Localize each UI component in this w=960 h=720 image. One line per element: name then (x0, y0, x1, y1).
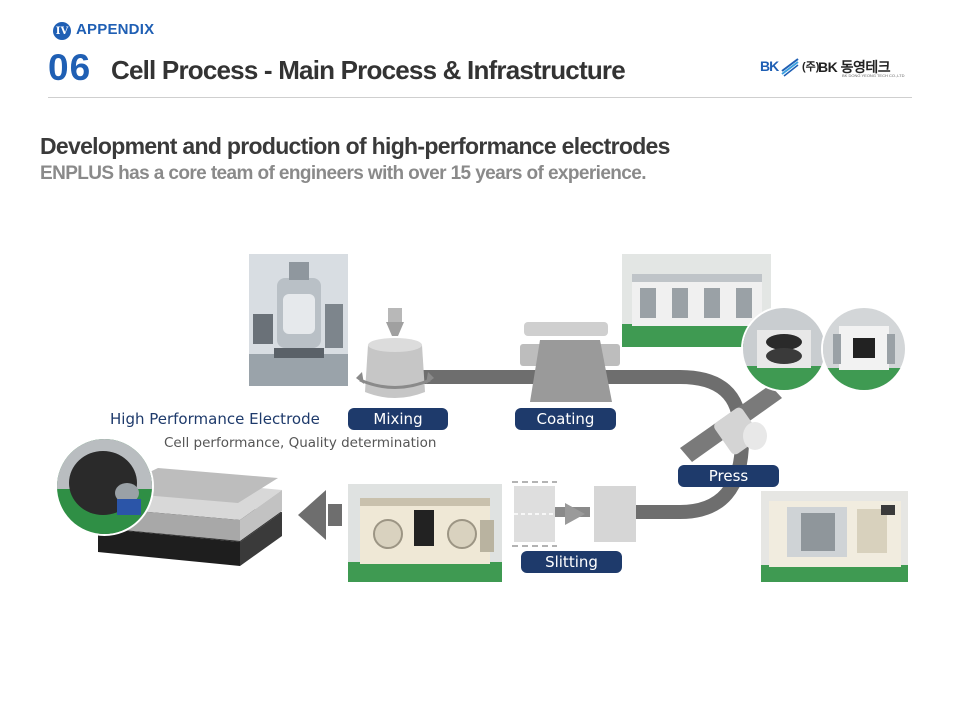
appendix-label: APPENDIX (76, 21, 155, 38)
press-machine-photo (821, 306, 907, 392)
step-tag-press: Press (678, 465, 779, 487)
logo-bk-text: BK (760, 58, 779, 74)
slitting-line-photo (761, 491, 908, 582)
slitting-equipment-photo (348, 484, 502, 582)
press-roller-photo (741, 306, 827, 392)
logo-wave-icon (781, 58, 799, 77)
coating-icon (520, 322, 620, 402)
main-heading: Development and production of high-perfo… (40, 133, 670, 159)
step-tag-slitting: Slitting (521, 551, 622, 573)
logo-co-text: (주) (802, 61, 820, 73)
coating-equipment-photo (622, 254, 771, 347)
appendix-badge-icon: IV (53, 22, 71, 40)
output-arrow-icon (298, 490, 342, 540)
step-tag-mixing: Mixing (348, 408, 448, 430)
logo-subtext: BK DONG YEONG TECH CO.,LTD (842, 73, 905, 78)
output-subtitle: Cell performance, Quality determination (164, 435, 437, 451)
section-number: 06 (48, 47, 92, 88)
electrode-roll-photo (55, 437, 154, 536)
slitting-icon (512, 481, 636, 547)
flow-belt-bottom (622, 439, 749, 519)
sub-heading: ENPLUS has a core team of engineers with… (40, 163, 647, 184)
press-icon (680, 385, 782, 462)
mixer-icon (356, 308, 434, 398)
company-logo: BK (주) BK 동영테크 BK DONG YEONG TECH CO.,LT… (760, 55, 912, 81)
output-title: High Performance Electrode (110, 410, 320, 428)
logo-name-text: BK 동영테크 (818, 59, 891, 75)
step-tag-coating: Coating (515, 408, 616, 430)
page-title: Cell Process - Main Process & Infrastruc… (111, 55, 626, 85)
mixing-equipment-photo (249, 254, 348, 386)
header-divider (48, 97, 912, 98)
